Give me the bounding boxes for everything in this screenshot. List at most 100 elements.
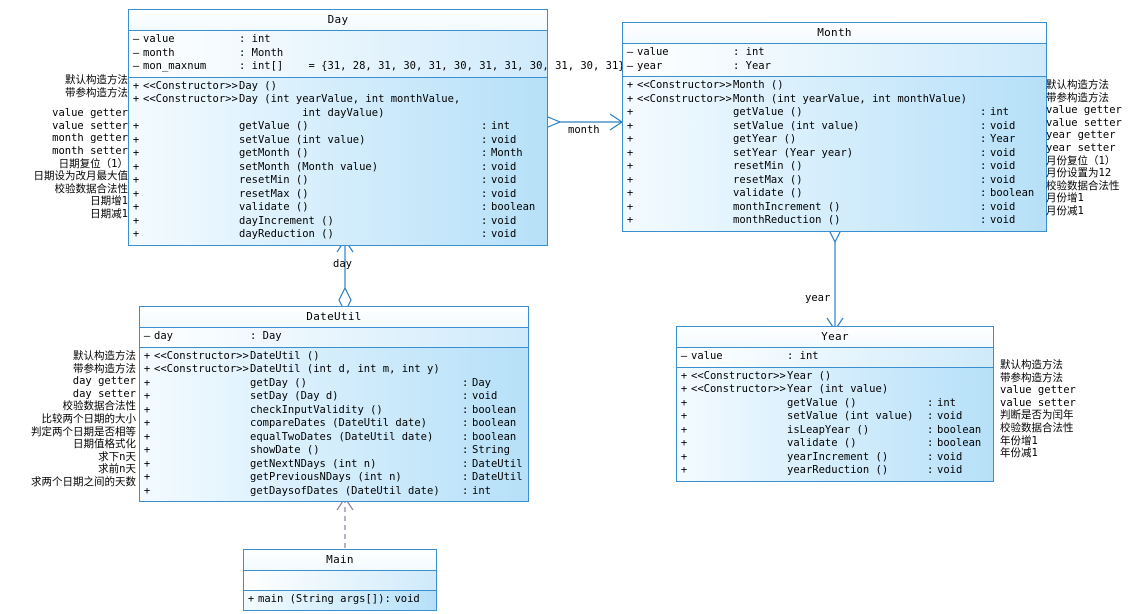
type-separator: : [980,214,987,226]
operation-signature: setValue (int value) [733,119,860,132]
note-line: value getter [1046,104,1122,117]
operation-signature: validate () [239,201,309,213]
note-line: 判断是否为闰年 [1000,409,1074,422]
class-operation-row: +setValue (int value):void [677,410,993,424]
operation-return-type: int [472,484,491,497]
operation-return-type: void [491,228,517,240]
operation-signature: showDate () [250,444,320,456]
operation-return-type: void [990,119,1016,132]
operation-return-type: void [394,593,420,605]
note-line: 校验数据合法性 [1046,179,1120,192]
note-line: 求下n天 [98,450,136,463]
class-operation-row: +monthIncrement ():void [623,201,1046,215]
operation-return-type: void [491,160,517,173]
attribute-name: mon_maxnum [143,60,207,72]
operation-signature: Year () [787,369,832,382]
class-title-day: Day [129,10,547,31]
association-month-year [826,216,844,332]
visibility-marker: + [143,376,151,389]
operation-return-type: void [937,410,963,422]
note-line: 月份减1 [1046,204,1084,217]
class-box-month[interactable]: Month –value: int–year: Year +<<Construc… [622,22,1047,232]
class-title-dateutil: DateUtil [140,307,528,328]
operation-return-type: void [491,187,517,200]
class-attributes-year: –value: int [677,348,993,368]
visibility-marker: + [626,79,634,91]
note-line: 求两个日期之间的天数 [31,475,136,488]
note-line: value setter [52,119,128,132]
visibility-marker: + [626,92,634,105]
class-box-day[interactable]: Day –value: int–month: Month–mon_maxnum:… [128,9,625,246]
attribute-type: : int [733,46,765,58]
class-operation-row: +getValue ():int [129,120,547,134]
visibility-marker: + [680,423,688,436]
visibility-marker: + [132,174,140,186]
operation-return-type: Year [990,133,1016,145]
operation-signature: getValue () [239,120,309,132]
operation-return-type: void [937,450,963,463]
class-box-main[interactable]: Main +main (String args[]):void [243,549,437,611]
class-operation-row: +setValue (int value):void [623,120,1046,134]
class-attributes-day: –value: int–month: Month–mon_maxnum: int… [129,31,625,78]
operation-return-type: boolean [472,430,517,443]
visibility-marker: – [143,330,151,342]
note-line: 日期值格式化 [73,438,136,451]
class-title-year: Year [677,327,993,348]
class-operation-row: +setMonth (Month value):void [129,161,547,175]
visibility-marker: + [626,106,634,118]
class-operation-row: +<<Constructor>>Day () [129,80,547,94]
operation-signature: resetMax () [733,173,803,186]
class-operation-row: +getValue ():int [677,397,993,411]
visibility-marker: – [626,46,634,58]
visibility-marker: + [143,444,151,456]
class-operation-row: int dayValue) [129,107,547,121]
operation-return-type: void [491,133,517,146]
operation-signature: resetMin () [733,160,803,172]
class-operation-row: +resetMax ():void [129,188,547,202]
operation-signature: getNextNDays (int n) [250,457,377,470]
class-operation-row: +yearReduction ():void [677,464,993,478]
operation-signature: int dayValue) [239,106,385,119]
type-separator: : [980,160,987,172]
note-line: 月份增1 [1046,192,1084,205]
note-line: year getter [1046,129,1116,142]
operation-signature: setYear (Year year) [733,146,854,159]
operation-return-type: boolean [937,437,982,449]
class-operation-row: +getNextNDays (int n):DateUtil [140,458,528,472]
class-title-main: Main [244,550,436,571]
visibility-marker: + [680,464,688,476]
operation-signature: DateUtil () [250,349,320,362]
operation-return-type: void [990,173,1016,186]
operation-stereotype: <<Constructor>> [637,79,732,91]
operation-return-type: void [990,160,1016,172]
class-box-dateutil[interactable]: DateUtil –day: Day +<<Constructor>>DateU… [139,306,529,502]
type-separator: : [462,444,469,456]
operation-return-type: void [491,174,517,186]
visibility-marker: + [247,593,255,605]
operation-return-type: boolean [990,187,1035,199]
operation-signature: setValue (int value) [787,410,914,422]
attribute-type: : Month [239,46,284,59]
class-attributes-main [244,571,436,591]
operation-signature: getDay () [250,376,307,389]
visibility-marker: + [626,187,634,199]
operation-signature: monthReduction () [733,214,841,226]
class-operation-row: +yearIncrement ():void [677,451,993,465]
attribute-type: : Year [733,59,771,72]
operation-return-type: boolean [472,403,517,416]
operation-signature: monthIncrement () [733,200,841,213]
class-operation-row: +<<Constructor>>Day (int yearValue, int … [129,93,547,107]
type-separator: : [481,133,488,146]
type-separator: : [927,396,934,409]
type-separator: : [462,376,469,389]
class-operation-row: +getYear ():Year [623,133,1046,147]
visibility-marker: + [132,93,140,105]
class-box-year[interactable]: Year –value: int +<<Constructor>>Year ()… [676,326,994,482]
operation-return-type: boolean [472,417,517,429]
visibility-marker: + [132,79,140,92]
